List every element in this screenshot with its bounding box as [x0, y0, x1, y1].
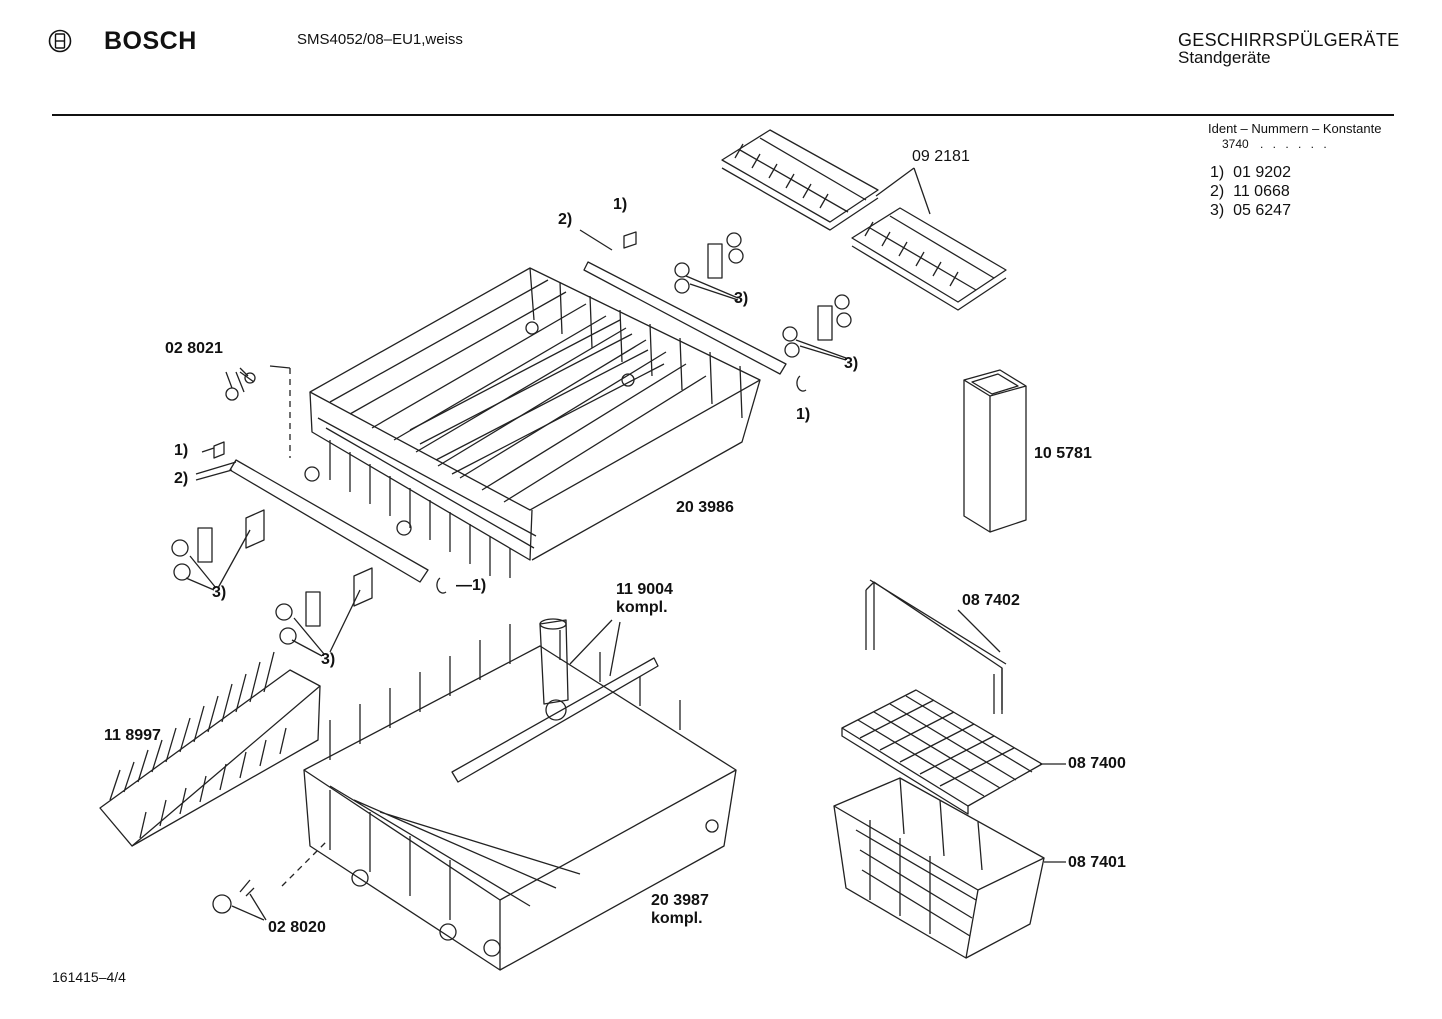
callout-3: 3) [844, 355, 859, 372]
ident-ref-row: 1) 01 9202 [1210, 164, 1291, 182]
ident-heading: Ident – Nummern – Konstante [1208, 121, 1382, 136]
ident-ref-key: 1) [1210, 164, 1225, 181]
lower-basket-drawing [303, 624, 737, 971]
ident-ref-row: 2) 11 0668 [1210, 183, 1290, 201]
part-label-119004: 11 9004 [616, 581, 673, 598]
part-label-028021: 02 8021 [165, 340, 223, 357]
ident-ref-value: 05 6247 [1233, 202, 1291, 219]
ident-ref-row: 3) 05 6247 [1210, 202, 1291, 220]
callout-1: —1) [456, 577, 487, 594]
part-label-028020: 02 8020 [268, 919, 326, 936]
cutlery-insert-drawing [99, 651, 321, 847]
category-title: GESCHIRRSPÜLGERÄTE [1178, 30, 1400, 50]
header-divider [52, 114, 1394, 116]
part-label-119004-kompl: kompl. [616, 599, 668, 616]
category-subtitle: Standgeräte [1178, 48, 1271, 67]
ident-code: 3740 [1222, 137, 1249, 151]
callout-1: 1) [174, 442, 189, 459]
spray-arm-drawing [451, 618, 659, 783]
bosch-logo-icon [48, 29, 72, 53]
part-label-203987: 20 3987 [651, 892, 709, 909]
ident-ref-value: 01 9202 [1233, 164, 1291, 181]
cutlery-holder-drawing [963, 369, 1027, 533]
part-label-087401: 08 7401 [1068, 854, 1126, 871]
callout-3: 3) [321, 651, 336, 668]
basket-lid-drawing [841, 689, 1043, 815]
part-label-203986: 20 3986 [676, 499, 734, 516]
callout-1: 1) [613, 196, 628, 213]
model-number: SMS4052/08–EU1,weiss [297, 31, 463, 48]
ident-dots: . . . . . . [1260, 137, 1330, 151]
ident-ref-value: 11 0668 [1233, 183, 1290, 200]
callout-1: 1) [796, 406, 811, 423]
part-label-118997: 11 8997 [104, 727, 161, 744]
cutlery-basket-drawing [833, 777, 1045, 959]
part-label-203987-kompl: kompl. [651, 910, 703, 927]
part-label-092181: 09 2181 [912, 148, 970, 165]
part-label-105781: 10 5781 [1034, 445, 1092, 462]
ident-ref-key: 3) [1210, 202, 1225, 219]
callout-3: 3) [734, 290, 749, 307]
part-label-087402: 08 7402 [962, 592, 1020, 609]
callout-2: 2) [174, 470, 189, 487]
upper-basket-drawing [304, 267, 761, 578]
brand-name: BOSCH [104, 27, 197, 55]
basket-handle-drawing [865, 579, 1007, 714]
ident-ref-key: 2) [1210, 183, 1225, 200]
cup-rack-drawing [721, 129, 1007, 311]
callout-3: 3) [212, 584, 227, 601]
roller-set-drawing [171, 231, 852, 657]
callout-2: 2) [558, 211, 573, 228]
document-number: 161415–4/4 [52, 969, 126, 985]
part-label-087400: 08 7400 [1068, 755, 1126, 772]
